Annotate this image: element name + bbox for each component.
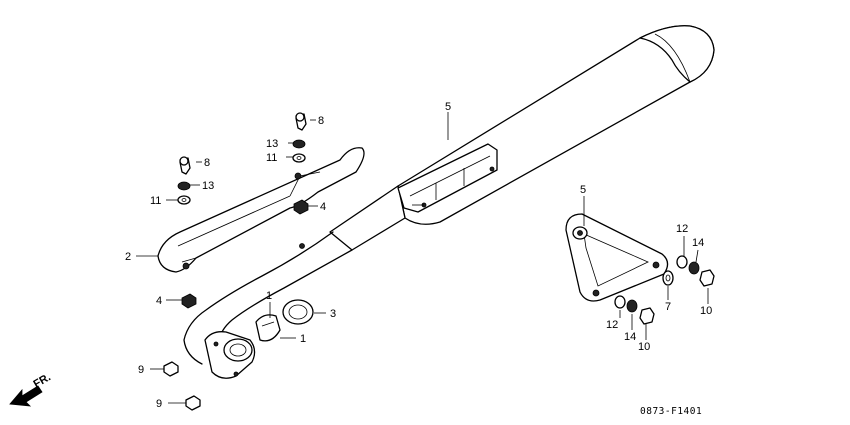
callout-13-lower: 13 <box>202 180 214 192</box>
arrow-icon <box>9 385 43 407</box>
collar-part-1 <box>255 314 281 342</box>
callout-14-right: 14 <box>692 237 704 249</box>
callout-8-lower: 8 <box>204 157 210 169</box>
callout-9-lower: 9 <box>156 398 162 410</box>
callout-1-upper: 1 <box>266 290 272 302</box>
direction-label: FR. <box>32 371 53 390</box>
front-direction-arrow: FR. <box>9 371 53 407</box>
callout-13-upper: 13 <box>266 138 278 150</box>
callout-12-lower: 12 <box>606 319 618 331</box>
callout-2: 2 <box>125 251 131 263</box>
callout-12-right: 12 <box>676 223 688 235</box>
callout-10-right: 10 <box>700 305 712 317</box>
callout-10-lower: 10 <box>638 341 650 353</box>
callout-4-upper: 4 <box>320 201 326 213</box>
callout-7: 7 <box>665 301 671 313</box>
callout-14-lower: 14 <box>624 331 636 343</box>
callout-4-lower: 4 <box>156 295 162 307</box>
exhaust-pipe-part-2 <box>157 147 365 379</box>
callout-11-upper: 11 <box>266 152 277 164</box>
callout-6: 5 <box>445 101 451 113</box>
figure-code: 0873-F1401 <box>640 406 702 417</box>
bracket-part-5 <box>565 213 669 302</box>
muffler-part-6 <box>329 25 715 251</box>
callout-numbers: 5 8 13 11 8 13 11 4 2 4 1 3 1 9 9 5 12 1… <box>125 101 712 410</box>
callout-3: 3 <box>330 308 336 320</box>
callout-11-lower: 11 <box>150 195 161 207</box>
callout-1-lower: 1 <box>300 333 306 345</box>
gasket-part-3 <box>282 299 314 325</box>
callout-5: 5 <box>580 184 586 196</box>
callout-8-upper: 8 <box>318 115 324 127</box>
callout-9-upper: 9 <box>138 364 144 376</box>
leader-lines <box>136 112 709 404</box>
hardware-parts <box>163 112 715 411</box>
